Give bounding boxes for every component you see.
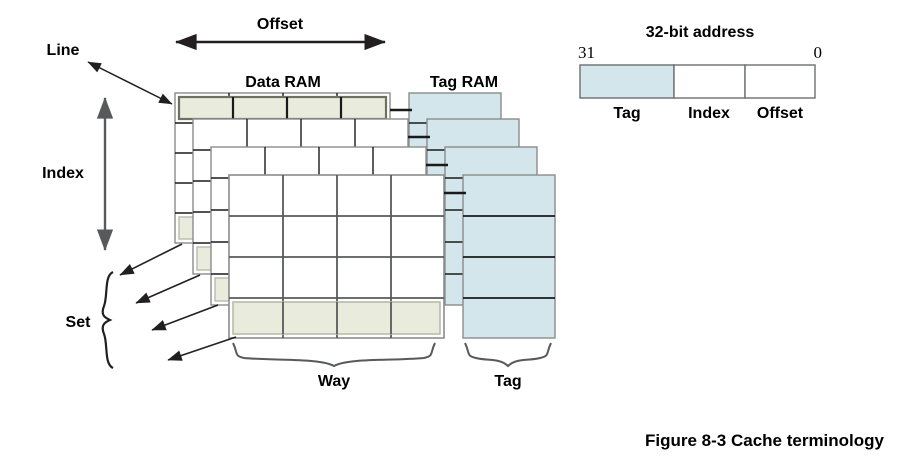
index-dimension: Index: [42, 97, 114, 251]
line-pointer-arrow: [87, 61, 173, 105]
address-lsb-label: 0: [814, 43, 823, 62]
address-msb-label: 31: [578, 43, 595, 62]
data-ram-label: Data RAM: [245, 74, 321, 91]
set-arrow-2: [151, 304, 219, 331]
set-arrow-1: [135, 274, 201, 304]
line-callout: Line: [47, 42, 173, 105]
tag-brace-callout: Tag: [464, 342, 552, 390]
way-label: Way: [318, 373, 350, 390]
tag-brace-label: Tag: [494, 373, 521, 390]
offset-dimension: Offset: [175, 16, 386, 51]
offset-label: Offset: [257, 16, 304, 33]
address-label-offset: Offset: [757, 105, 804, 122]
data-ram-layer-3: [228, 174, 466, 339]
address-label-index: Index: [688, 105, 730, 122]
address-field-index[interactable]: [673, 64, 746, 99]
way-brace: [232, 342, 436, 368]
address-label-tag: Tag: [613, 105, 640, 122]
highlighted-line-row: [177, 95, 388, 121]
tag-ram-layer-3: [462, 174, 556, 339]
set-brace: [101, 270, 114, 370]
set-label: Set: [66, 314, 92, 331]
set-arrow-0: [119, 243, 183, 276]
set-callout: Set: [66, 243, 237, 370]
index-label: Index: [42, 165, 84, 182]
address-title: 32-bit address: [646, 24, 755, 41]
address-diagram: 32-bit address 31 0 Tag Index Offset: [578, 24, 822, 122]
line-label: Line: [47, 42, 80, 59]
set-arrow-3: [167, 336, 237, 361]
tag-brace: [464, 342, 552, 368]
address-field-tag[interactable]: [579, 64, 675, 99]
address-field-offset[interactable]: [744, 64, 816, 99]
figure-caption: Figure 8-3 Cache terminology: [645, 431, 885, 450]
way-callout: Way: [232, 342, 436, 390]
tag-ram-label: Tag RAM: [430, 74, 498, 91]
